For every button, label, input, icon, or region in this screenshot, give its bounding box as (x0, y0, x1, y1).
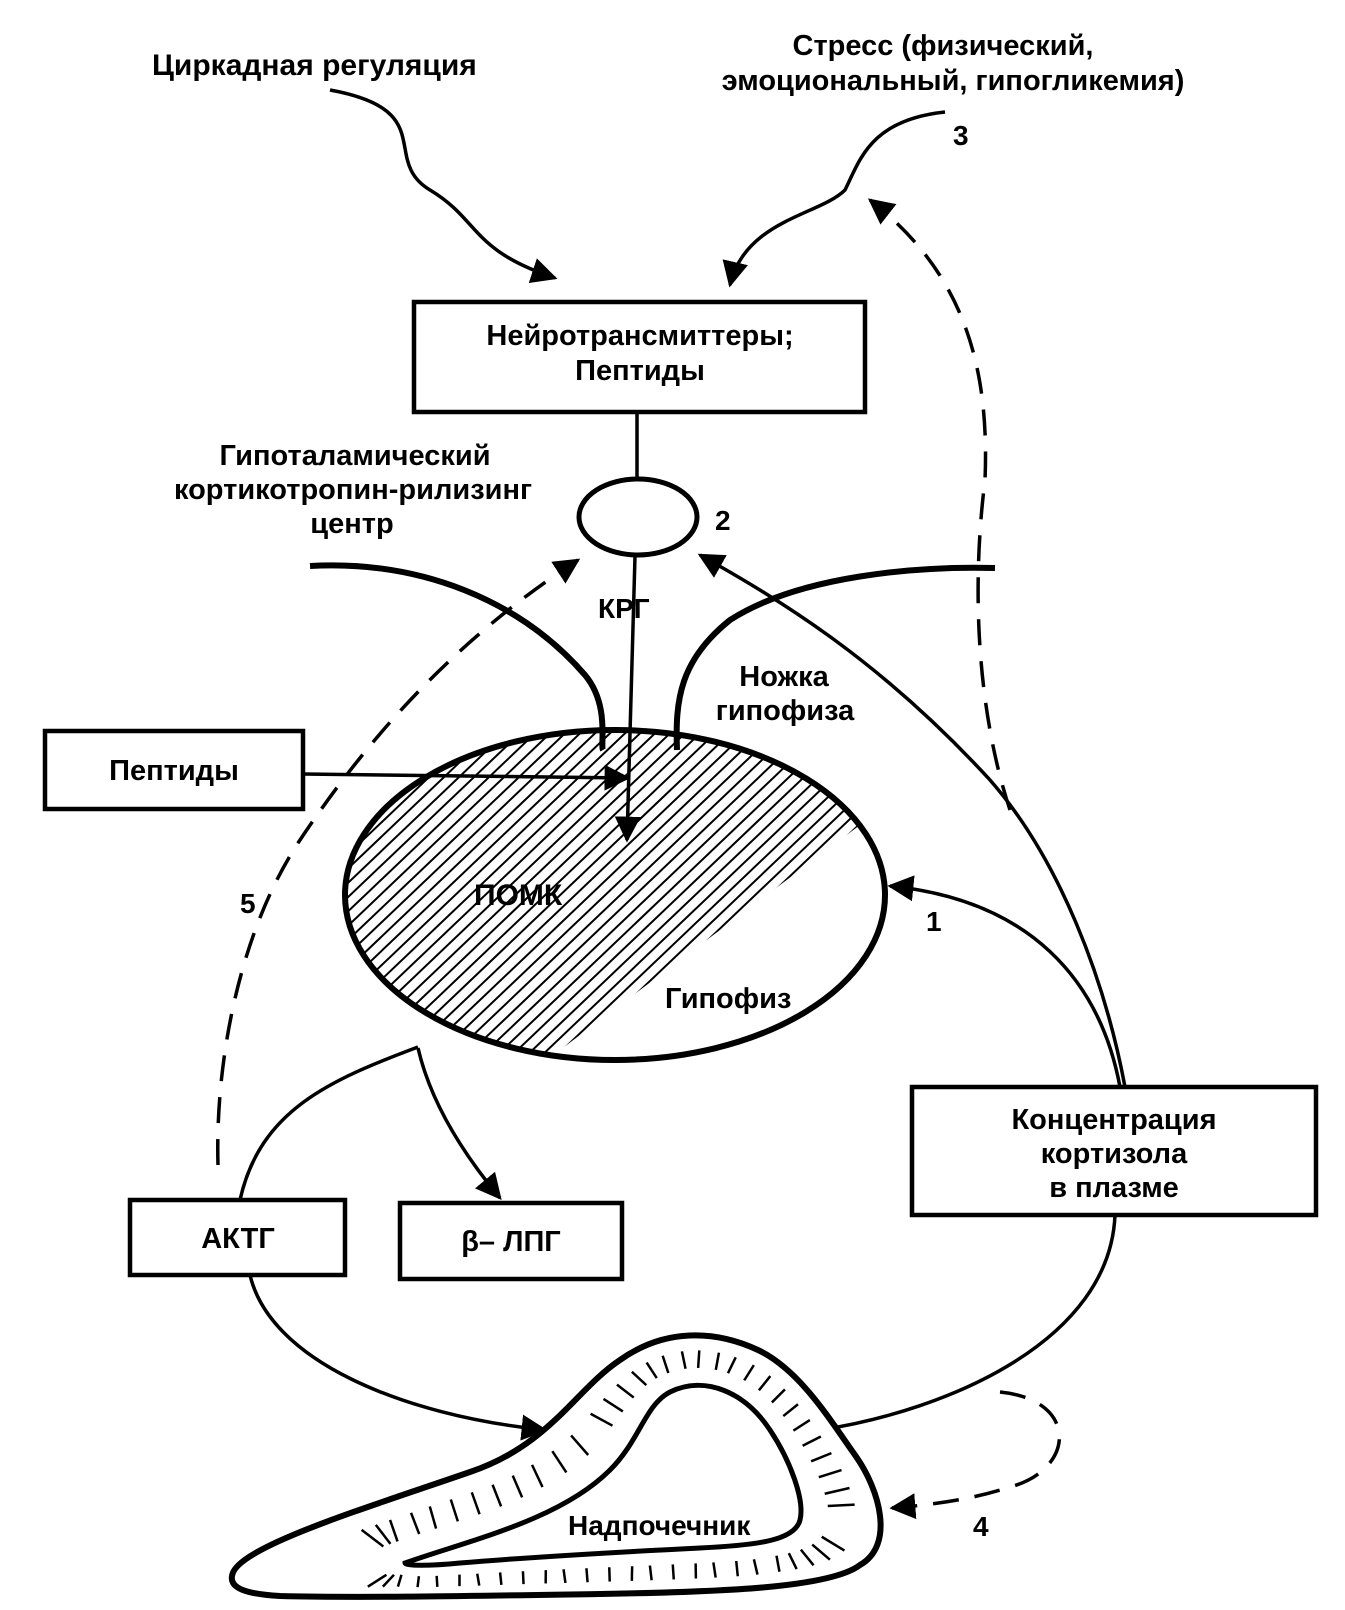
adrenal-label: Надпочечник (568, 1510, 751, 1541)
adrenal-to-cortisol-line (819, 1214, 1117, 1432)
stalk-right-contour (673, 564, 996, 751)
feedback-3-arrow (867, 198, 1012, 811)
pathway-number-1: 1 (926, 906, 942, 937)
feedback-2-arrow (697, 553, 1127, 1088)
pathway-number-3: 3 (953, 120, 969, 151)
feedback-1-arrow (887, 875, 1122, 1088)
peptides-label: Пептиды (109, 755, 239, 787)
pathway-number-2: 2 (715, 505, 731, 536)
circadian-arrow (329, 88, 558, 284)
pomc-label: ПОМК (474, 879, 563, 912)
circadian-label: Циркадная регуляция (152, 49, 477, 82)
peptides-arrow (302, 764, 631, 791)
stress-arrow (722, 110, 946, 288)
neurotransmitters-label-2: Пептиды (575, 355, 705, 387)
acth-label: АКТГ (201, 1223, 275, 1255)
acth-to-adrenal-arrow (248, 1274, 548, 1441)
crh-label: КРГ (598, 593, 650, 624)
feedback-5-arrow (216, 558, 581, 1166)
neurotransmitters-label-1: Нейротрансмиттеры; (486, 320, 793, 352)
cortisol-label-2: кортизола (1041, 1138, 1188, 1170)
neurotransmitters-box (411, 299, 868, 415)
peptides-box (42, 728, 306, 812)
stalk-left-contour (309, 562, 606, 752)
hypothalamic-center-circle (576, 476, 700, 558)
crh-arrow (614, 555, 641, 843)
blpg-label: β– ЛПГ (461, 1226, 561, 1258)
cortisol-box (909, 1084, 1319, 1218)
pituitary-to-acth-line (238, 1045, 419, 1201)
pituitary-to-blpg-arrow (416, 1047, 502, 1200)
stalk-label-1: Ножка (739, 661, 829, 693)
stress-label-2: эмоциональный, гипогликемия) (722, 65, 1185, 97)
pathway-number-5: 5 (240, 888, 256, 919)
hypothalamic-label-3: центр (310, 508, 393, 540)
hypothalamic-label-1: Гипоталамический (219, 440, 490, 472)
adrenal-gland-inner (402, 1382, 804, 1568)
feedback-4-arrow (889, 1390, 1062, 1520)
cortisol-label-1: Концентрация (1011, 1104, 1216, 1136)
pituitary-label: Гипофиз (665, 983, 791, 1015)
pituitary-gland (342, 727, 888, 1063)
pathway-number-4: 4 (973, 1511, 989, 1542)
cortisol-label-3: в плазме (1049, 1172, 1179, 1204)
stalk-label-2: гипофиза (716, 695, 855, 727)
adrenal-cortex-ticks (360, 1350, 855, 1588)
stress-label-1: Стресс (физический, (793, 30, 1094, 62)
acth-box (127, 1197, 348, 1278)
hypothalamic-label-2: кортикотропин-рилизинг (174, 474, 532, 506)
blpg-box (397, 1200, 625, 1282)
